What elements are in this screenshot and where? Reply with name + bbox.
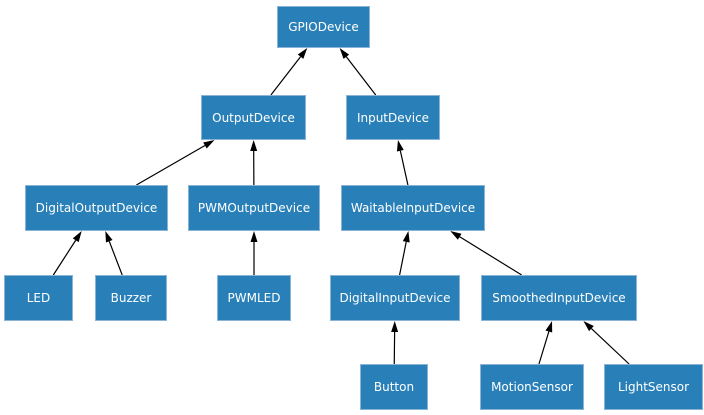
inheritance-arrowhead-icon (105, 231, 113, 243)
inheritance-arrowhead-icon (583, 321, 594, 332)
inheritance-arrowhead-icon (72, 231, 82, 243)
class-node-label: LightSensor (617, 380, 690, 394)
class-node-label: MotionSensor (491, 380, 573, 394)
class-node-gpiodevice[interactable]: GPIODevice (277, 6, 370, 48)
inheritance-edge-line (270, 56, 302, 96)
inheritance-arrowhead-icon (203, 140, 215, 149)
class-node-digitalinputdevice[interactable]: DigitalInputDevice (330, 275, 460, 321)
class-node-pwmoutputdevice[interactable]: PWMOutputDevice (188, 185, 320, 231)
class-node-label: InputDevice (356, 110, 430, 125)
class-node-label: PWMOutputDevice (197, 201, 311, 215)
inheritance-edge-line (591, 328, 630, 365)
class-node-motionsensor[interactable]: MotionSensor (480, 364, 584, 410)
class-node-label: DigitalOutputDevice (35, 201, 158, 215)
inheritance-edge-line (136, 144, 206, 186)
class-node-label: SmoothedInputDevice (492, 291, 626, 305)
class-node-buzzer[interactable]: Buzzer (95, 275, 167, 321)
class-node-label: GPIODevice (288, 20, 359, 34)
class-node-label: DigitalInputDevice (339, 291, 451, 305)
inheritance-edge-line (459, 236, 523, 276)
class-node-label: OutputDevice (212, 110, 295, 125)
class-node-label: WaitableInputDevice (350, 201, 476, 215)
inheritance-edge-line (399, 150, 409, 186)
class-node-led[interactable]: LED (4, 275, 73, 321)
inheritance-edge-line (345, 56, 377, 96)
inheritance-arrowhead-icon (450, 231, 462, 240)
class-node-digitaloutputdevice[interactable]: DigitalOutputDevice (25, 185, 168, 231)
inheritance-arrowhead-icon (339, 48, 350, 59)
inheritance-arrowhead-icon (396, 140, 404, 152)
inheritance-arrowhead-icon (402, 231, 410, 243)
inheritance-arrowhead-icon (250, 231, 258, 242)
inheritance-edge-line (399, 241, 407, 276)
class-node-button[interactable]: Button (360, 364, 428, 410)
inheritance-edge-line (108, 241, 123, 276)
inheritance-edge-line (52, 239, 77, 276)
class-node-waitableinputdevice[interactable]: WaitableInputDevice (341, 185, 485, 231)
class-node-pwmled[interactable]: PWMLED (217, 275, 291, 321)
class-node-label: LED (26, 291, 51, 305)
class-node-label: Button (373, 380, 415, 394)
class-node-inputdevice[interactable]: InputDevice (346, 95, 440, 140)
class-node-label: Buzzer (110, 291, 152, 305)
class-node-outputdevice[interactable]: OutputDevice (201, 95, 306, 140)
class-node-lightsensor[interactable]: LightSensor (604, 364, 703, 410)
inheritance-arrowhead-icon (391, 321, 399, 333)
inheritance-arrowhead-icon (250, 140, 258, 152)
class-node-label: PWMLED (227, 291, 281, 305)
class-node-smoothedinputdevice[interactable]: SmoothedInputDevice (481, 275, 637, 321)
inheritance-arrowhead-icon (297, 48, 308, 59)
inheritance-arrowhead-icon (545, 321, 553, 333)
inheritance-edge-line (538, 331, 550, 365)
